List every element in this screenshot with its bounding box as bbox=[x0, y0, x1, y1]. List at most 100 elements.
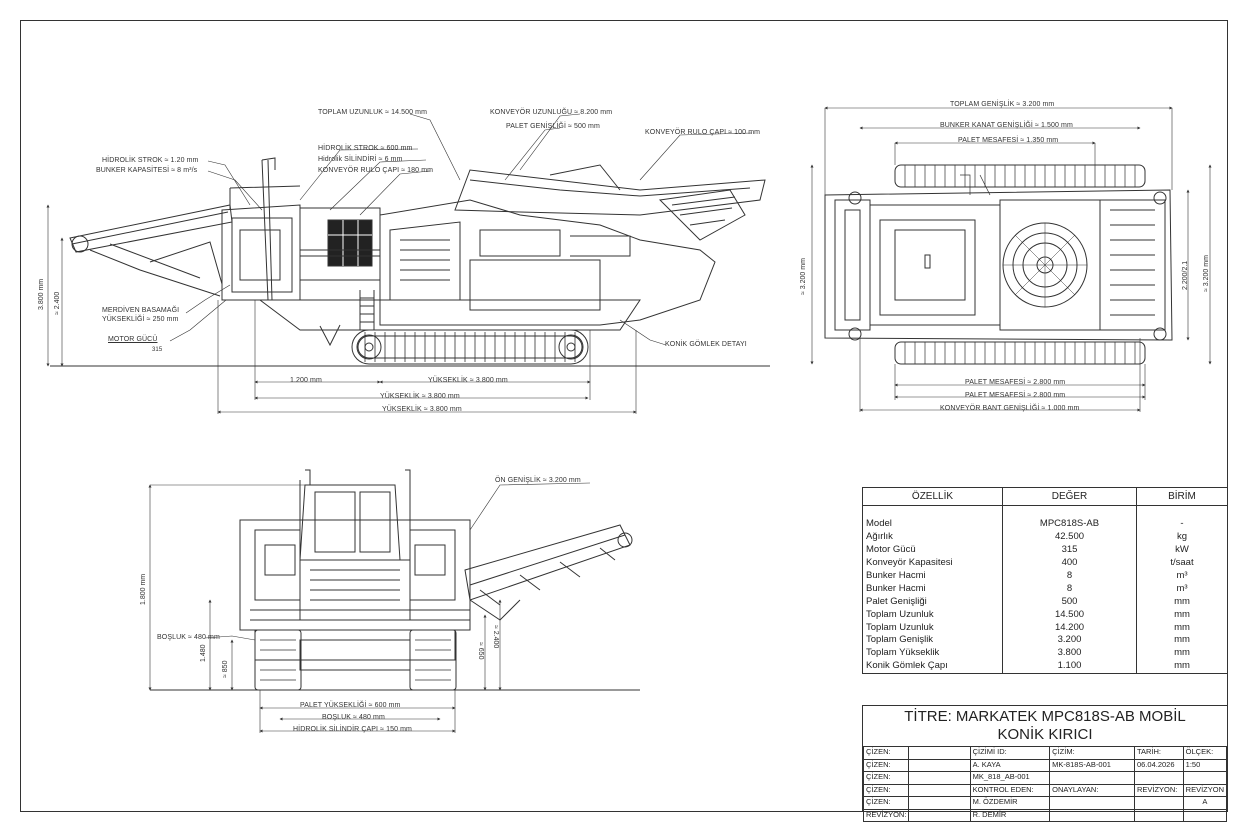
tb-cell bbox=[908, 796, 971, 810]
tb-cell: ONAYLAYAN: bbox=[1049, 783, 1135, 797]
dim-conveyor-drum: KONVEYÖR RULO ÇAPI ≈ 180 mm bbox=[318, 167, 434, 174]
tb-cell bbox=[908, 783, 971, 797]
spec-unit: m³ bbox=[1136, 569, 1228, 583]
tb-cell bbox=[908, 746, 971, 760]
dim-front-left-vertical: 1.800 mm bbox=[140, 573, 147, 605]
dim-front-gap: BOŞLUK ≈ 480 mm bbox=[157, 634, 220, 641]
spec-unit: mm bbox=[1136, 621, 1228, 635]
spec-value: 42.500 bbox=[1002, 530, 1137, 544]
spec-header-unit: BİRİM bbox=[1136, 487, 1228, 506]
title-block-row: ÇİZEN: MK_818_AB-001 bbox=[862, 771, 1228, 785]
tb-cell: MK-818S-AB-001 bbox=[1049, 758, 1135, 772]
dim-top-right-vertical-b: ≈ 3.200 mm bbox=[1203, 255, 1210, 292]
spec-value: 8 bbox=[1002, 569, 1137, 583]
dim-feeder-height: MERDİVEN BASAMAĞI YÜKSEKLİĞİ ≈ 250 mm bbox=[102, 307, 180, 323]
tb-cell bbox=[1049, 771, 1135, 785]
spec-unit: mm bbox=[1136, 608, 1228, 622]
tb-cell: REVİZYON: bbox=[862, 808, 910, 822]
front-view-machine bbox=[150, 469, 640, 691]
dim-height-b: YÜKSEKLİK ≈ 3.800 mm bbox=[380, 393, 460, 400]
tb-cell: ÖLÇEK: bbox=[1182, 746, 1228, 760]
dim-total-length: TOPLAM UZUNLUK ≈ 14.500 mm bbox=[318, 109, 428, 116]
spec-name: Konveyör Kapasitesi bbox=[862, 556, 1003, 570]
tb-cell bbox=[1133, 796, 1184, 810]
dim-height-c: YÜKSEKLİK ≈ 3.800 mm bbox=[382, 406, 462, 413]
dim-hydraulic-cylinder-diameter: HİDROLİK SİLİNDİR ÇAPI ≈ 150 mm bbox=[293, 726, 412, 733]
spec-value: 8 bbox=[1002, 582, 1137, 596]
tb-cell: REVİZYON: bbox=[1133, 783, 1184, 797]
spec-header-property: ÖZELLİK bbox=[862, 487, 1003, 506]
tb-cell: ÇİZEN: bbox=[862, 758, 910, 772]
dim-track-height: PALET YÜKSEKLİĞİ ≈ 600 mm bbox=[300, 702, 401, 709]
spec-unit: mm bbox=[1136, 646, 1228, 660]
spec-name: Toplam Yükseklik bbox=[862, 646, 1003, 660]
spec-value: 3.800 bbox=[1002, 646, 1137, 660]
dim-front-left-small-b: ≈ 850 bbox=[222, 660, 229, 678]
spec-name: Model bbox=[862, 518, 1003, 531]
tb-cell: ÇİZEN: bbox=[862, 796, 910, 810]
dim-hydraulic-stroke-2: HİDROLİK STROK ≈ 600 mm bbox=[318, 145, 413, 152]
tb-cell: ÇİZİM: bbox=[1049, 746, 1135, 760]
spec-unit: t/saat bbox=[1136, 556, 1228, 570]
tb-cell: ÇİZEN: bbox=[862, 771, 910, 785]
title-line-2: KONİK KIRICI bbox=[997, 726, 1093, 743]
spec-name: Ağırlık bbox=[862, 530, 1003, 544]
spec-unit: mm bbox=[1136, 595, 1228, 609]
tb-cell bbox=[908, 758, 971, 772]
title-block-row: ÇİZEN: ÇİZİMİ ID: ÇİZİM: TARİH: ÖLÇEK: bbox=[862, 746, 1228, 760]
spec-unit: kW bbox=[1136, 543, 1228, 557]
spec-value: 14.200 bbox=[1002, 621, 1137, 635]
label-motor-power: MOTOR GÜCÜ bbox=[108, 336, 158, 343]
spec-value: 1.100 bbox=[1002, 659, 1137, 674]
dim-top-right-vertical-a: 2.200/2.1 bbox=[1182, 260, 1189, 290]
dim-hydraulic-cylinder: Hidrolik SİLİNDİRİ ≈ 6 mm bbox=[318, 156, 403, 163]
tb-cell: 06.04.2026 bbox=[1133, 758, 1184, 772]
tb-cell: ÇİZİMİ ID: bbox=[969, 746, 1051, 760]
spec-unit: mm bbox=[1136, 634, 1228, 647]
spec-value: 400 bbox=[1002, 556, 1137, 570]
title-block: TİTRE: MARKATEK MPC818S-AB MOBİL KONİK K… bbox=[862, 705, 1228, 822]
dim-hopper-capacity: BUNKER KAPASİTESİ ≈ 8 m³/s bbox=[96, 167, 198, 174]
dim-conveyor-drum-right: KONVEYÖR RULO ÇAPI ≈ 100 mm bbox=[645, 129, 761, 136]
dim-top-left-vertical: ≈ 3.200 mm bbox=[800, 258, 807, 295]
side-view-dimensions bbox=[46, 113, 753, 414]
tb-cell bbox=[1133, 808, 1184, 822]
dim-track-distance-top: PALET MESAFESİ ≈ 1.350 mm bbox=[958, 137, 1059, 144]
dim-vertical-total: 3.800 mm bbox=[38, 278, 45, 310]
spec-unit: mm bbox=[1136, 659, 1228, 674]
spec-header-value: DEĞER bbox=[1002, 487, 1137, 506]
title-block-row: REVİZYON: R. DEMİR bbox=[862, 808, 1228, 822]
tb-cell: REVİZYON bbox=[1182, 783, 1228, 797]
tb-cell: A bbox=[1182, 796, 1228, 810]
spec-name: Toplam Uzunluk bbox=[862, 608, 1003, 622]
tb-cell: MK_818_AB-001 bbox=[969, 771, 1051, 785]
drawing-frame bbox=[20, 20, 1228, 812]
spec-name: Toplam Genişlik bbox=[862, 634, 1003, 647]
spec-unit: - bbox=[1136, 518, 1228, 531]
title-block-row: ÇİZEN: A. KAYA MK-818S-AB-001 06.04.2026… bbox=[862, 758, 1228, 772]
label-cone-detail: KONİK GÖMLEK DETAYI bbox=[665, 341, 747, 348]
title-block-row: ÇİZEN: M. ÖZDEMİR A bbox=[862, 796, 1228, 810]
dim-1200: 1.200 mm bbox=[290, 377, 322, 384]
tb-cell: TARİH: bbox=[1133, 746, 1184, 760]
tb-cell: R. DEMİR bbox=[969, 808, 1051, 822]
dim-vertical-sub: ≈ 2.400 bbox=[54, 291, 61, 315]
spec-unit: m³ bbox=[1136, 582, 1228, 596]
tb-cell bbox=[908, 808, 971, 822]
dim-track-distance-bottom-2: PALET MESAFESİ ≈ 2.800 mm bbox=[965, 392, 1066, 399]
dim-height-a: YÜKSEKLİK ≈ 3.800 mm bbox=[428, 377, 508, 384]
tb-cell: A. KAYA bbox=[969, 758, 1051, 772]
tb-cell bbox=[1182, 808, 1228, 822]
spec-value: MPC818S-AB bbox=[1002, 518, 1137, 531]
label-motor-power-value: 315 bbox=[152, 347, 163, 353]
dim-track-width: PALET GENİŞLİĞİ ≈ 500 mm bbox=[506, 123, 600, 130]
dim-gap-bottom: BOŞLUK ≈ 480 mm bbox=[322, 714, 385, 721]
